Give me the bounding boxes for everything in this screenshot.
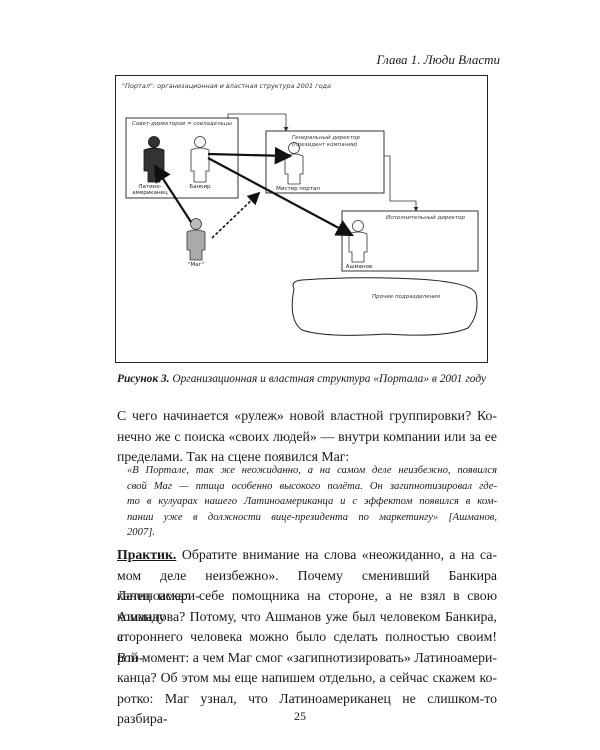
paragraph-line: Практик. Обратите внимание на слова «нео… [117, 545, 497, 566]
mister-portal-label: Мистер портал [276, 186, 320, 192]
ceo-exec-connector [384, 155, 419, 212]
paragraph-line: канец искал себе помощника на стороне, а… [117, 588, 497, 624]
quote-line: свой Маг — птица особенно высокого полёт… [127, 480, 497, 492]
mag-label: "Маг" [187, 262, 205, 268]
quote-line: «В Портале, так же неожиданно, а на само… [127, 465, 497, 476]
ceo-label: Генеральный директор (президент компании… [292, 135, 360, 148]
paragraph-line: рой момент: а чем Маг смог «загипнотизир… [117, 649, 497, 665]
paragraph-line: мом деле неизбежно». Почему сменивший Ба… [117, 567, 497, 604]
paragraph-line: нечно же с поиска «своих людей» — внутри… [117, 428, 497, 444]
ashmanov-label: Ашманов [345, 264, 373, 270]
dotted-arrow-mag [211, 191, 261, 239]
ceo-box [265, 130, 385, 194]
running-header: Глава 1. Люди Власти [376, 52, 500, 67]
board-label: Совет-директоров = совладельцы [132, 121, 232, 127]
quote-line: то в кулуарах нашего Латиноамериканца и … [127, 496, 497, 508]
arrow-banker-to-mister [207, 146, 293, 165]
paragraph-line: канца? Об этом мы еще напишем отдельно, … [117, 670, 497, 685]
banker-person-icon [190, 136, 210, 183]
paragraph-line: пределами. Так на сцене появился Маг: [117, 449, 350, 464]
board-ceo-connector [227, 113, 289, 132]
arrow-mag-to-latino [153, 164, 192, 223]
paragraph-intro: С чего начинается «рулеж» новой властной… [117, 406, 497, 468]
page-number: 25 [294, 709, 306, 723]
figure-title: "Портал": организационная и властная стр… [122, 82, 332, 90]
exec-box [341, 210, 479, 272]
practic-label: Практик. [117, 547, 177, 562]
banker-label: Банкир [189, 184, 211, 190]
arrow-banker-to-ashmanov [207, 157, 354, 237]
mister-portal-person-icon [284, 142, 304, 185]
figure-caption-text: Организационная и властная структура «По… [172, 373, 486, 385]
figure-caption: Рисунок 3. Организационная и властная ст… [117, 373, 497, 385]
org-chart-figure: "Портал": организационная и властная стр… [115, 75, 488, 363]
paragraph-line: стороннего человека можно было сделать п… [117, 629, 497, 665]
quote-line: 2007]. [127, 527, 155, 539]
paragraph-line: Ашманова? Потому, что Ашманов уже был че… [117, 608, 497, 645]
practic-first-line-text: Обратите внимание на слова «неожиданно, … [176, 547, 497, 562]
quote-line: пании уже в должности вице-президента по… [127, 511, 497, 523]
board-box [125, 117, 239, 199]
exec-label: Исполнительный директор [386, 215, 466, 221]
paragraph-practic: Практик. Обратите внимание на слова «нео… [117, 545, 497, 727]
other-departments-label: Прочие подразделения [372, 294, 441, 300]
paragraph-line: ротко: Маг узнал, что Латиноамериканец н… [117, 690, 497, 727]
mag-person-icon [186, 218, 206, 261]
latino-label: Латино-американец [132, 184, 168, 197]
paragraph-line: С чего начинается «рулеж» новой властной… [117, 408, 497, 423]
other-departments-cloud [291, 277, 478, 336]
quote-block: «В Портале, так же неожиданно, а на само… [127, 463, 497, 541]
org-chart-drawing [125, 113, 479, 336]
figure-caption-number: Рисунок 3. [117, 373, 170, 385]
ashmanov-person-icon [348, 220, 368, 263]
